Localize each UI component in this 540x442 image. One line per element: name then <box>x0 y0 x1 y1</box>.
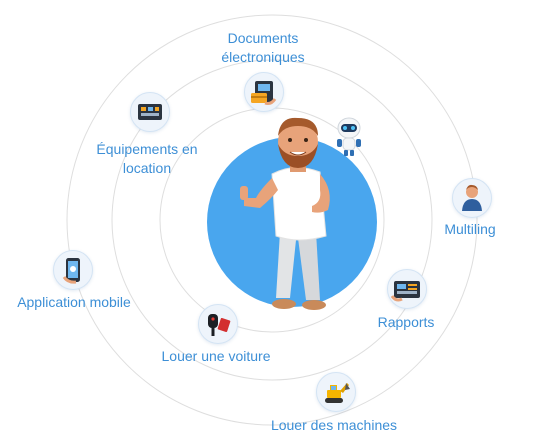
car-bubble[interactable] <box>198 304 238 344</box>
smiling-man-thumbs-up-illustration <box>240 117 330 310</box>
equipment-bubble[interactable] <box>130 92 170 132</box>
reports-label: Rapports <box>366 313 446 332</box>
multiling-bubble[interactable] <box>452 178 492 218</box>
machines-label-line-1: Louer des machines <box>270 417 398 433</box>
reports-bubble[interactable] <box>387 269 427 309</box>
mobile-bubble[interactable] <box>53 250 93 290</box>
dashboard-panel-icon <box>138 104 162 120</box>
machines-bubble[interactable] <box>316 372 356 412</box>
excavator-icon <box>325 383 350 403</box>
smartphone-icon <box>62 258 80 284</box>
mobile-label: Application mobile <box>4 293 144 312</box>
equipment-label-line-2: location <box>122 160 172 176</box>
card-terminal-icon <box>251 81 277 105</box>
equipment-label-line-1: Équipements en <box>96 141 198 157</box>
robot-icon <box>337 117 361 156</box>
mobile-label-line-1: Application mobile <box>17 294 131 310</box>
multiling-label: Multiling <box>430 220 510 239</box>
orbit-ring-middle <box>111 59 433 381</box>
car-label-line-1: Louer une voiture <box>161 348 271 364</box>
car-label: Louer une voiture <box>145 347 287 366</box>
car-key-icon <box>208 314 231 336</box>
documents-bubble[interactable] <box>244 72 284 112</box>
tablet-report-icon <box>390 281 420 302</box>
machines-label: Louer des machines <box>254 416 414 435</box>
multiling-label-line-1: Multiling <box>444 221 496 237</box>
reports-label-line-1: Rapports <box>377 314 435 330</box>
documents-label-line-2: électroniques <box>221 49 305 65</box>
person-avatar-icon <box>462 184 482 211</box>
documents-label-line-1: Documents <box>227 30 299 46</box>
equipment-label: Équipements en location <box>82 140 212 178</box>
documents-label: Documents électroniques <box>204 29 322 67</box>
orbit-ring-outer <box>66 14 478 426</box>
